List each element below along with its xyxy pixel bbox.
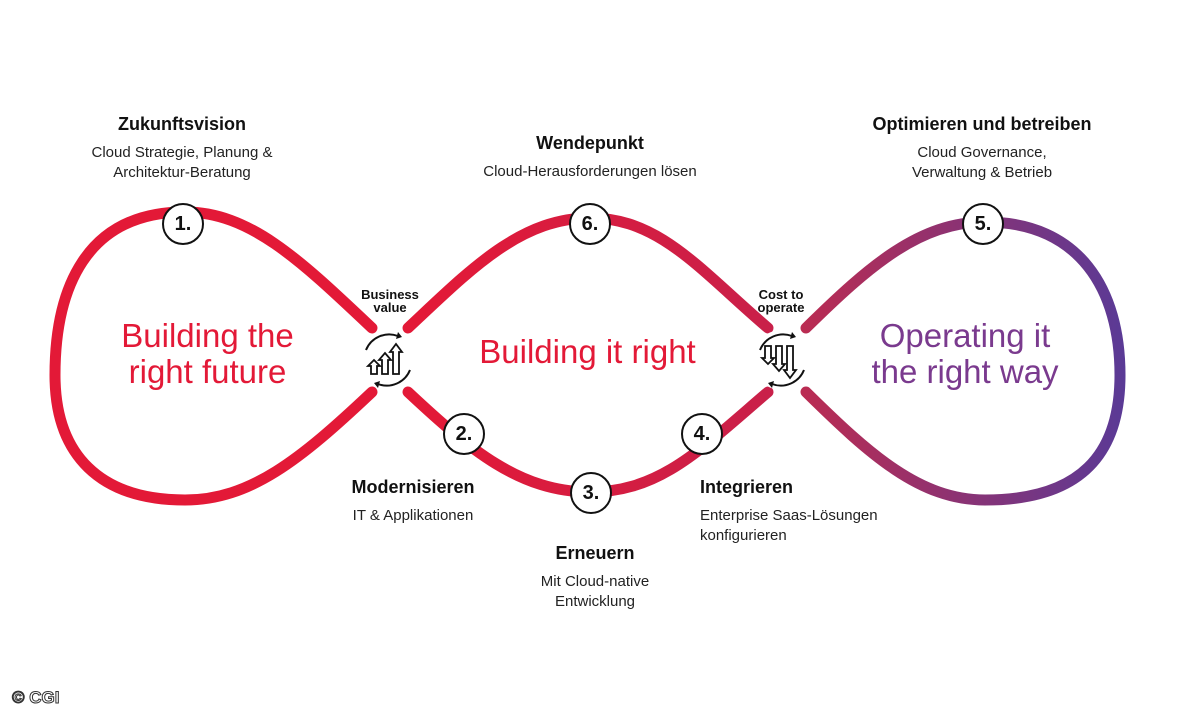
- cost-to-operate-label: Cost to operate: [757, 287, 805, 315]
- step-2-block: Modernisieren IT & Applikationen: [323, 477, 503, 526]
- step-5-subtitle: Cloud Governance, Verwaltung & Betrieb: [911, 144, 1053, 181]
- step-1-title: Zukunftsvision: [117, 114, 246, 134]
- step-6-subtitle: Cloud-Herausforderungen lösen: [483, 163, 697, 180]
- bar-chart-up-cycle-icon: [358, 330, 418, 390]
- step-3-number: 3.: [570, 472, 612, 514]
- step-4-title: Integrieren: [700, 477, 794, 497]
- phase-left-label: Building the right future: [121, 317, 294, 390]
- step-6-block: Wendepunkt Cloud-Herausforderungen lösen: [440, 133, 740, 182]
- copyright-notice: © CGI: [11, 688, 60, 708]
- step-4-block: Integrieren Enterprise Saas-Lösungen kon…: [700, 477, 930, 546]
- business-value-label: Business value: [361, 287, 419, 315]
- right-lobe: [800, 216, 1126, 506]
- step-5-number: 5.: [962, 203, 1004, 245]
- bar-chart-down-cycle-icon: [752, 330, 812, 390]
- step-1-subtitle: Cloud Strategie, Planung & Architektur-B…: [91, 144, 273, 181]
- phase-right-label: Operating it the right way: [871, 317, 1059, 390]
- step-2-title: Modernisieren: [351, 477, 475, 497]
- step-5-title: Optimieren und betreiben: [872, 114, 1092, 134]
- step-5-block: Optimieren und betreiben Cloud Governanc…: [842, 114, 1122, 183]
- left-lobe: [49, 206, 378, 506]
- step-3-block: Erneuern Mit Cloud-native Entwicklung: [505, 543, 685, 612]
- step-3-title: Erneuern: [555, 543, 635, 563]
- step-4-number: 4.: [681, 413, 723, 455]
- step-2-number: 2.: [443, 413, 485, 455]
- phase-center-label: Building it right: [479, 333, 696, 370]
- step-4-subtitle: Enterprise Saas-Lösungen konfigurieren: [700, 507, 878, 544]
- step-2-subtitle: IT & Applikationen: [352, 507, 474, 524]
- step-1-number: 1.: [162, 203, 204, 245]
- step-1-block: Zukunftsvision Cloud Strategie, Planung …: [52, 114, 312, 183]
- step-3-subtitle: Mit Cloud-native Entwicklung: [540, 573, 650, 610]
- step-6-number: 6.: [569, 203, 611, 245]
- step-6-title: Wendepunkt: [536, 133, 644, 153]
